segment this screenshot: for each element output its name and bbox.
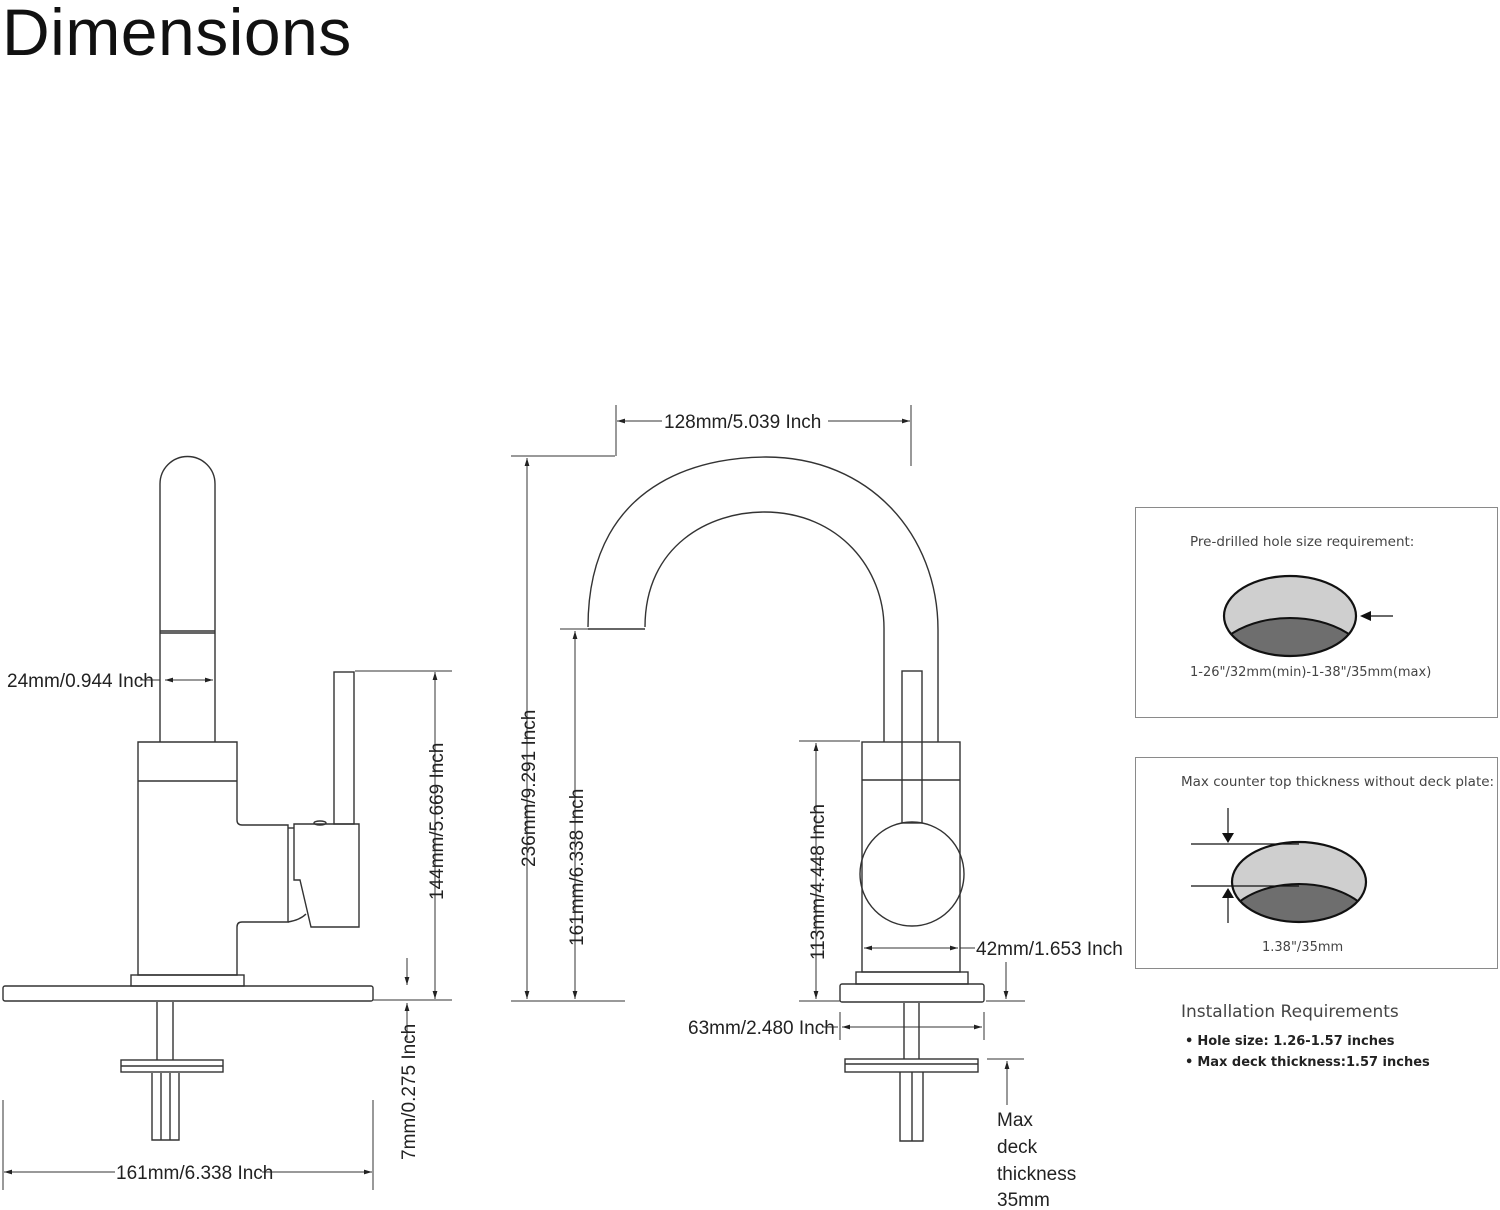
installation-item: •Hole size: 1.26-1.57 inches [1185,1034,1430,1049]
side-spout [159,455,216,742]
side-deck-plate [2,985,374,1002]
max-deck-label-line4: 35mm [997,1190,1050,1210]
handle-height-label: 144mm/5.669 Inch [427,743,448,900]
counter-thickness-caption: 1.38"/35mm [1262,940,1344,955]
side-handle-lever [333,671,355,825]
front-spout-outer [587,456,939,742]
total-height-label: 236mm/9.291 Inch [519,710,540,867]
body-diameter-label: 42mm/1.653 Inch [976,939,1123,960]
installation-item-text: Max deck thickness:1.57 inches [1197,1055,1430,1070]
front-body [861,741,961,973]
hole-size-panel: Pre-drilled hole size requirement: 1-26"… [1135,507,1498,718]
hole-size-title: Pre-drilled hole size requirement: [1190,534,1415,550]
spout-diameter-label: 24mm/0.944 Inch [7,671,154,692]
max-deck-label-line3: thickness [997,1164,1076,1185]
thickness-diagram-icon [1191,808,1368,924]
max-deck-label-line1: Max [997,1110,1033,1131]
body-height-label: 113mm/4.448 Inch [808,804,829,960]
arrow-up-icon [1222,888,1234,898]
front-handle-lever [901,670,923,824]
front-handle-knob [859,821,965,927]
spout-reach-label: 128mm/5.039 Inch [664,412,821,433]
counter-thickness-panel: Max counter top thickness without deck p… [1135,757,1498,969]
front-mounting-nut [844,1058,979,1073]
page-title: Dimensions [2,0,352,69]
bullet-icon: • [1185,1055,1194,1070]
front-view-faucet [587,456,985,1142]
side-handle-block [293,823,360,928]
front-dimensions: 128mm/5.039 Inch 236mm/9.291 Inch 161mm/… [511,405,1123,1210]
side-body [137,741,289,976]
counter-thickness-title: Max counter top thickness without deck p… [1181,774,1495,790]
hole-size-caption: 1-26"/32mm(min)-1-38"/35mm(max) [1190,665,1432,680]
front-base-plate [839,983,985,1003]
front-spout-inner [644,511,885,742]
side-dimensions: 24mm/0.944 Inch 144mm/5.669 Inch 7mm/0.2… [2,670,452,1190]
installation-requirements: Installation Requirements •Hole size: 1.… [1181,1002,1430,1076]
side-view-faucet [2,455,374,1141]
bullet-icon: • [1185,1034,1194,1049]
hole-diagram-icon [1222,574,1393,658]
installation-item: •Max deck thickness:1.57 inches [1185,1055,1430,1070]
spout-outlet-height-label: 161mm/6.338 Inch [567,789,588,946]
base-diameter-label: 63mm/2.480 Inch [688,1018,835,1039]
deck-plate-thickness-label: 7mm/0.275 Inch [399,1024,420,1160]
arrow-left-icon [1360,611,1371,621]
arrow-down-icon [1222,833,1234,843]
installation-item-text: Hole size: 1.26-1.57 inches [1197,1034,1395,1049]
max-deck-label-line2: deck [997,1137,1038,1158]
installation-title: Installation Requirements [1181,1002,1399,1022]
deck-plate-width-label: 161mm/6.338 Inch [116,1163,273,1184]
